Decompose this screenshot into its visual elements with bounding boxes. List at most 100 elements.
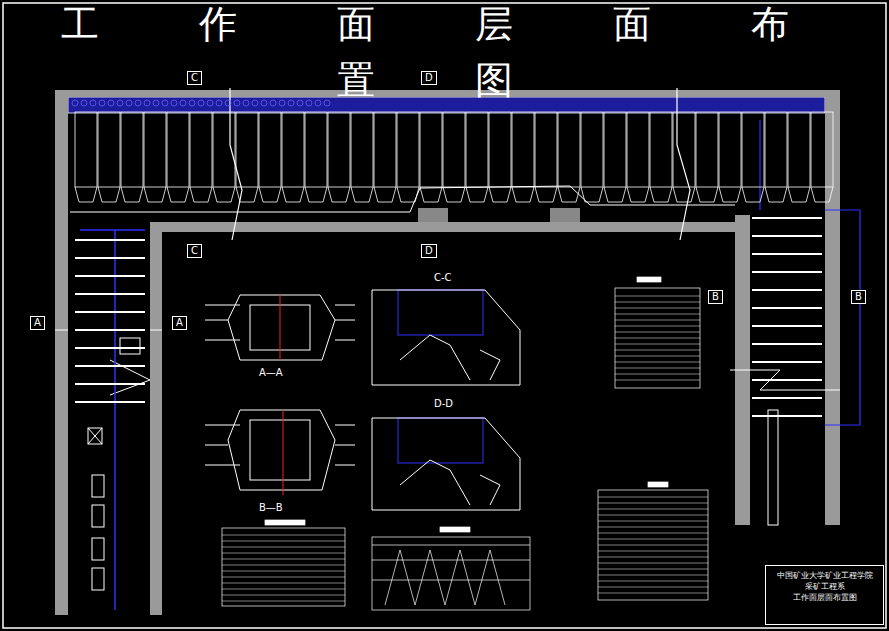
support-base	[397, 187, 419, 202]
roof-bolt	[75, 365, 145, 367]
table-row	[615, 332, 700, 333]
hydraulic-support	[466, 112, 488, 187]
support-base	[811, 187, 833, 202]
roof-bolt	[75, 401, 145, 403]
table-row	[222, 583, 345, 584]
gob-rock	[180, 100, 186, 106]
support-base	[696, 187, 718, 202]
support-base	[489, 187, 511, 202]
support-base	[765, 187, 787, 202]
hydraulic-support	[420, 112, 442, 187]
roof-bolt	[75, 383, 145, 385]
hydraulic-support	[397, 112, 419, 187]
support-base	[144, 187, 166, 202]
roof-bolt	[75, 293, 145, 295]
equipment-box	[88, 428, 102, 444]
table-row	[598, 551, 708, 552]
section-marker: B	[708, 290, 723, 304]
table-row	[615, 380, 700, 381]
gob-rock	[288, 100, 294, 106]
section-title: C-C	[433, 272, 453, 284]
table-row	[598, 575, 708, 576]
roof-bolt	[752, 415, 822, 417]
title-block-text: 工作面层面布置图	[766, 592, 883, 603]
hydraulic-support	[788, 112, 810, 187]
roof-bolt	[752, 397, 822, 399]
equipment-box	[88, 428, 102, 444]
gob-rock	[90, 100, 96, 106]
hydraulic-support	[282, 112, 304, 187]
hydraulic-support	[236, 112, 258, 187]
section-marker: C	[187, 244, 202, 258]
roof-bolt	[752, 217, 822, 219]
gob-rock	[297, 100, 303, 106]
hydraulic-support	[443, 112, 465, 187]
gob-rock	[135, 100, 141, 106]
table-row	[598, 521, 708, 522]
roof-bolt	[752, 325, 822, 327]
support-base	[236, 187, 258, 202]
gob-rock	[108, 100, 114, 106]
title-block-text: 采矿工程系	[766, 581, 883, 592]
table-row	[598, 527, 708, 528]
gob-rock	[306, 100, 312, 106]
hydraulic-support	[351, 112, 373, 187]
drawing-title: 工作面层面布置图	[55, 0, 889, 108]
table-row	[598, 497, 708, 498]
gob-rock	[99, 100, 105, 106]
roof-bolt	[752, 361, 822, 363]
table-row	[222, 601, 345, 602]
gob-rock	[216, 100, 222, 106]
roof-bolt	[752, 253, 822, 255]
hydraulic-support	[328, 112, 350, 187]
title-block: 中国矿业大学矿业工程学院采矿工程系工作面层面布置图	[765, 565, 884, 625]
support-base	[121, 187, 143, 202]
support-base	[167, 187, 189, 202]
table-row	[598, 557, 708, 558]
hydraulic-support	[489, 112, 511, 187]
title-block-text: 中国矿业大学矿业工程学院	[766, 570, 883, 581]
equipment-box	[92, 505, 104, 527]
roof-bolt	[75, 329, 145, 331]
hydraulic-support	[98, 112, 120, 187]
gob-rock	[72, 100, 78, 106]
machine-base	[418, 208, 448, 222]
gob-rock	[117, 100, 123, 106]
gob-rock	[243, 100, 249, 106]
hydraulic-support	[75, 112, 97, 187]
hydraulic-support	[696, 112, 718, 187]
hydraulic-support	[650, 112, 672, 187]
table-row	[222, 595, 345, 596]
gob-rock	[324, 100, 330, 106]
roadway-wall	[150, 232, 162, 615]
section-marker: C	[187, 71, 202, 85]
support-profile	[372, 290, 520, 510]
support-base	[282, 187, 304, 202]
gob-rock	[81, 100, 87, 106]
support-base	[328, 187, 350, 202]
roadway-wall	[150, 222, 735, 232]
hydraulic-support	[742, 112, 764, 187]
support-base	[466, 187, 488, 202]
gob-rock	[144, 100, 150, 106]
table-row	[615, 356, 700, 357]
hydraulic-support	[604, 112, 626, 187]
cross-section	[205, 295, 355, 495]
hydraulic-support	[374, 112, 396, 187]
support-base	[650, 187, 672, 202]
gob-rock	[315, 100, 321, 106]
support-base	[627, 187, 649, 202]
generated-detail	[72, 100, 833, 601]
table-row	[615, 296, 700, 297]
gob-rock	[279, 100, 285, 106]
table-row	[615, 326, 700, 327]
roadway-wall	[55, 97, 68, 615]
table-row	[615, 368, 700, 369]
hydraulic-support	[673, 112, 695, 187]
table-row	[598, 593, 708, 594]
support-base	[443, 187, 465, 202]
support-base	[604, 187, 626, 202]
table-row	[222, 535, 345, 536]
table-row	[222, 571, 345, 572]
hydraulic-support	[305, 112, 327, 187]
